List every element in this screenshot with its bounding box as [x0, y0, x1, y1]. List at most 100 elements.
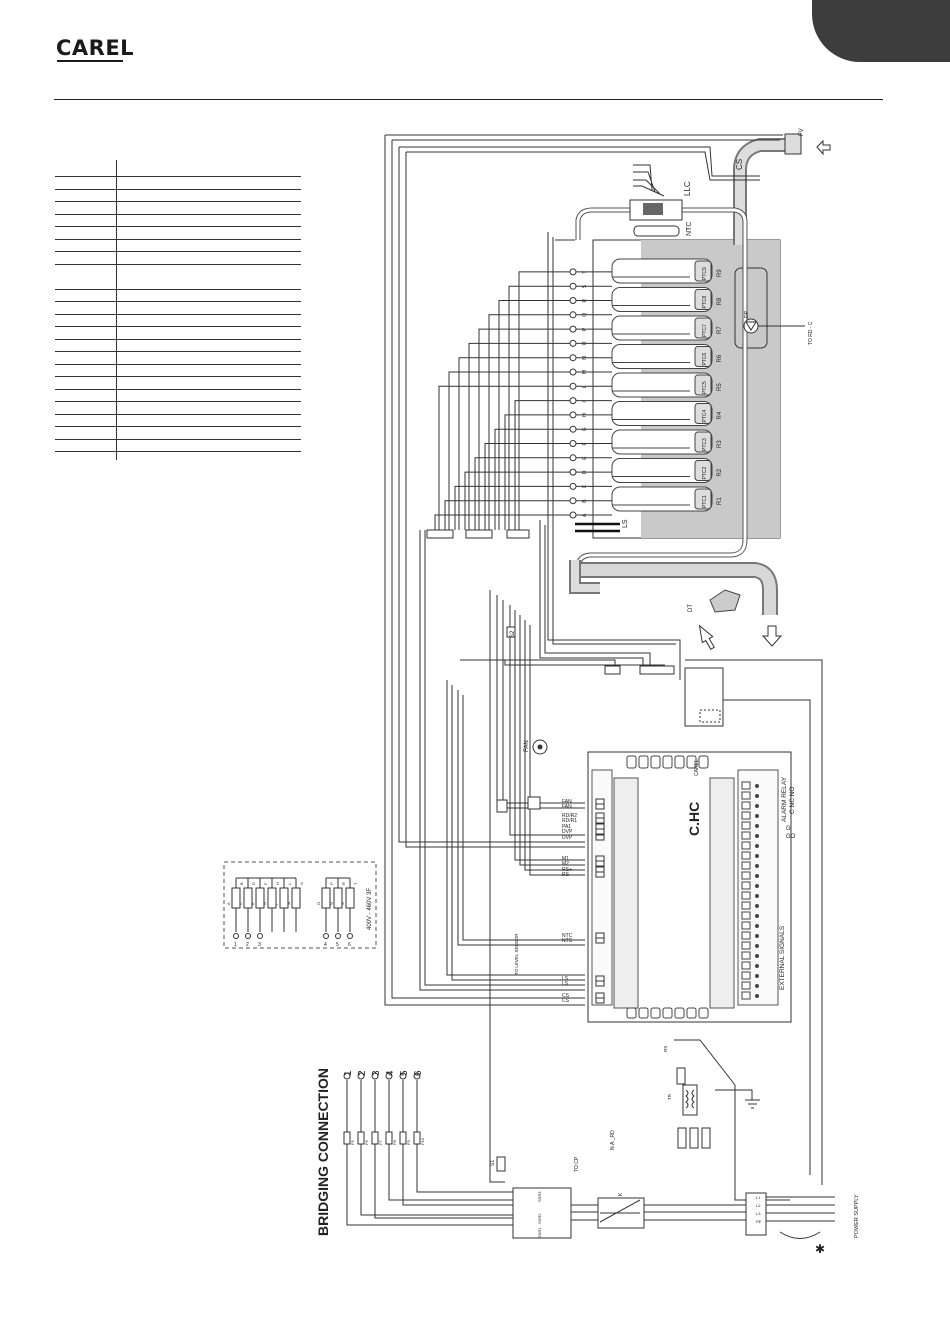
board-terminal-screw [755, 954, 759, 958]
wire-tag: LS [562, 981, 569, 987]
inset-number: 2 [246, 942, 249, 948]
wire-tag: FAN [562, 799, 572, 805]
board-terminal-screw [755, 974, 759, 978]
board-terminal [741, 861, 751, 870]
ptc-label: PTC5 [702, 381, 708, 394]
heater-feed-wire [484, 443, 570, 530]
board-pin [595, 932, 605, 939]
board-pin [595, 817, 605, 824]
table-row [55, 365, 301, 377]
bridge-terminal [371, 1072, 379, 1080]
wire-tag: M1 [562, 856, 569, 862]
inset-terminal [245, 933, 251, 939]
table-row [55, 252, 301, 265]
supply-terminal: L1 [756, 1195, 761, 1200]
ssr-and-contactor [512, 1187, 767, 1239]
board-terminal [741, 911, 751, 920]
terminal-letter: I [582, 401, 588, 402]
heater-label: R6 [717, 354, 723, 362]
page-corner-tab [812, 0, 950, 62]
board-terminal-screw [755, 924, 759, 928]
wire-tag: CS [562, 993, 570, 999]
ptc-sensor [694, 346, 712, 367]
board-pin [595, 812, 605, 819]
terminal-point [569, 411, 577, 419]
inset-letter: C [238, 902, 243, 905]
table-row [55, 327, 301, 340]
heater-feed-wire [444, 500, 570, 530]
heater-feed-wire [508, 285, 570, 530]
inset-letter: F [263, 882, 268, 885]
heater-feed-wire [458, 357, 570, 530]
label-rs: RS [663, 1046, 668, 1052]
wire-tag: M2 [562, 861, 569, 867]
terminal-point [569, 368, 577, 376]
board-terminal [741, 871, 751, 880]
inset-letter: I [274, 904, 279, 905]
drain-outlet-arrows [698, 589, 783, 650]
wire-tag: RS+ [562, 867, 572, 873]
label-voltage-note: 400V - 460V 3F [367, 888, 373, 930]
inset-letter: L [287, 882, 292, 885]
board-pin [595, 798, 605, 805]
board-terminal-screw [755, 984, 759, 988]
board-top-pin [698, 755, 709, 769]
heater-label: R8 [717, 297, 723, 305]
board-terminal [741, 951, 751, 960]
bridge-number: 5 [399, 1070, 410, 1076]
label-na-rd: N.A._RD [610, 1130, 616, 1150]
label-k: K [618, 1192, 624, 1196]
ptc-sensor [694, 431, 712, 453]
board-terminal-screw [755, 884, 759, 888]
terminal-point [569, 354, 577, 362]
bridge-terminal [399, 1072, 407, 1080]
llc-level-controller [629, 164, 683, 237]
table-row [55, 315, 301, 327]
label-llc: LLC [683, 181, 692, 196]
supply-terminal: L3 [756, 1211, 761, 1216]
board-terminal [741, 891, 751, 900]
carel-logo: CAREL [56, 36, 135, 60]
ptc-sensor [694, 260, 712, 282]
table-row [55, 265, 301, 290]
board-pin [595, 803, 605, 810]
inset-number: 3 [258, 942, 261, 948]
board-pin [595, 997, 605, 1004]
heater-label: R3 [717, 440, 723, 448]
inset-terminal [347, 933, 353, 939]
wire-tag: PA1 [562, 824, 571, 830]
board-pin [595, 855, 605, 862]
label-tr: TR [667, 1093, 672, 1100]
heater-feed-wire [478, 328, 570, 530]
bridge-number: 3 [371, 1070, 382, 1076]
label-to-cp: TO CP [574, 1156, 580, 1172]
inset-letter: P [329, 882, 334, 885]
board-terminal [741, 781, 751, 790]
table-row [55, 240, 301, 252]
board-terminal [741, 991, 751, 1000]
bridge-fuse [413, 1131, 421, 1145]
board-pin [595, 992, 605, 999]
board-terminal [741, 801, 751, 810]
table-row [55, 402, 301, 415]
bridge-terminal [385, 1072, 393, 1080]
inset-resistor [291, 887, 301, 909]
board-bottom-pin [638, 1007, 649, 1019]
drain-pump-dp [743, 318, 805, 334]
table-row [55, 377, 301, 390]
inset-letter: E [250, 902, 255, 905]
board-top-pin [674, 755, 685, 769]
table-row [55, 227, 301, 240]
wire-tag: DVP [562, 829, 573, 835]
wire-tag: LS [562, 976, 569, 982]
bridge-fuse [343, 1131, 351, 1145]
board-terminal-screw [755, 874, 759, 878]
board-pin [595, 937, 605, 944]
board-terminal-screw [755, 794, 759, 798]
heater-label: R2 [717, 468, 723, 476]
bridge-terminal [357, 1072, 365, 1080]
heater-feed-wire [514, 400, 570, 530]
terminal-point [569, 382, 577, 390]
